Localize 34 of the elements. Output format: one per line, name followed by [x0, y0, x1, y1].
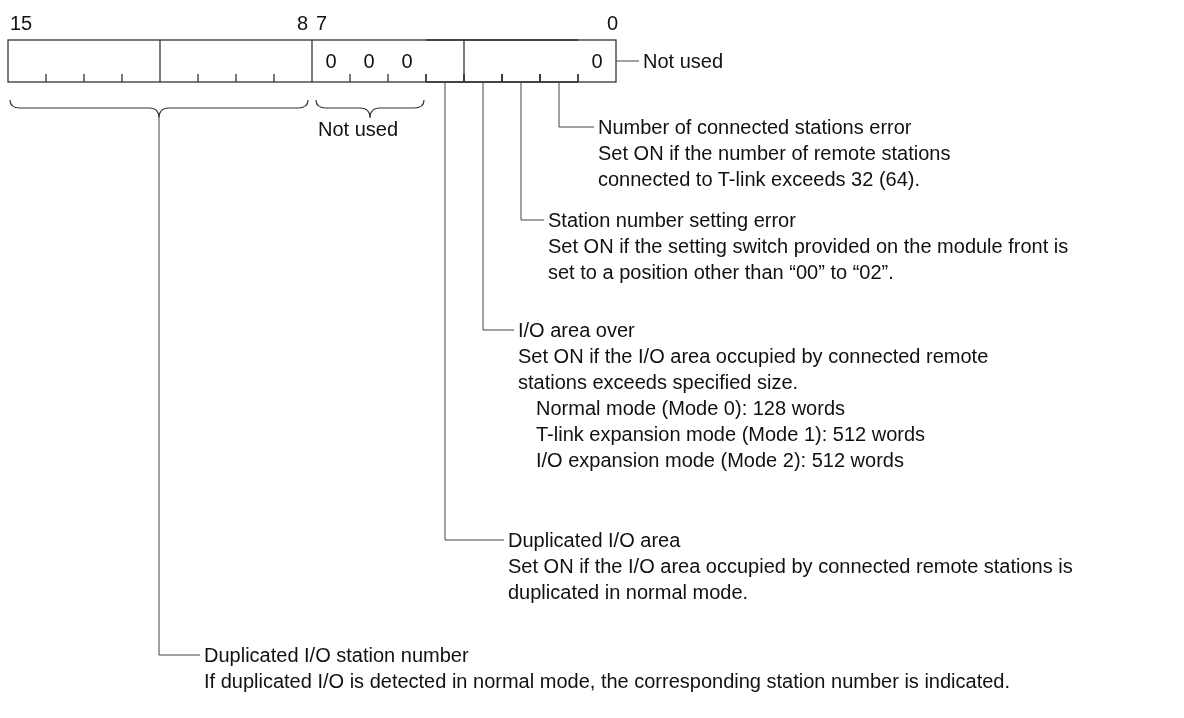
description-text: Set ON if the I/O area occupied by connected remote stations exceeds specified size. — [518, 344, 990, 395]
leader-line — [444, 81, 505, 541]
heading-text: Duplicated I/O station number — [204, 643, 469, 668]
leader-line — [482, 81, 515, 331]
description-text: Set ON if the setting switch provided on the module front is set to a position other than “00” to “02”. — [548, 234, 1070, 285]
leader-line — [520, 81, 545, 221]
bit-number: 15 — [10, 12, 33, 35]
bit-value: 0 — [578, 40, 616, 82]
heading-text: I/O area over — [518, 318, 635, 343]
note-text: Not used — [643, 50, 843, 72]
bit-cell — [539, 39, 579, 83]
mode-text: T-link expansion mode (Mode 1): 512 words — [535, 422, 926, 447]
mode-text: Normal mode (Mode 0): 128 words — [535, 396, 845, 421]
leader-line — [558, 81, 595, 128]
bit-value: 0 — [362, 50, 376, 72]
heading-text: Number of connected stations error — [598, 115, 912, 140]
bit-cell — [501, 39, 541, 83]
bit-number: 7 — [316, 12, 328, 35]
bit-number: 0 — [605, 12, 618, 35]
description-text: Set ON if the number of remote stations connected to T-link exceeds 32 (64). — [598, 141, 952, 192]
description-text: If duplicated I/O is detected in normal mode, the corresponding station number is indicated. — [204, 669, 1010, 694]
description-text: Set ON if the I/O area occupied by connected remote stations is duplicated in normal mode. — [508, 554, 1074, 605]
note-text: Not used — [318, 118, 399, 141]
bit-cell — [463, 39, 503, 83]
bit-number: 8 — [295, 12, 308, 35]
bit-value: 0 — [400, 50, 414, 72]
leader-line — [615, 60, 640, 62]
mode-text: I/O expansion mode (Mode 2): 512 words — [535, 448, 904, 473]
leader-line — [158, 117, 201, 656]
bit-cell — [425, 39, 465, 83]
bit-value: 0 — [324, 50, 338, 72]
heading-text: Station number setting error — [548, 208, 796, 233]
heading-text: Duplicated I/O area — [508, 528, 681, 553]
brace — [9, 99, 309, 119]
